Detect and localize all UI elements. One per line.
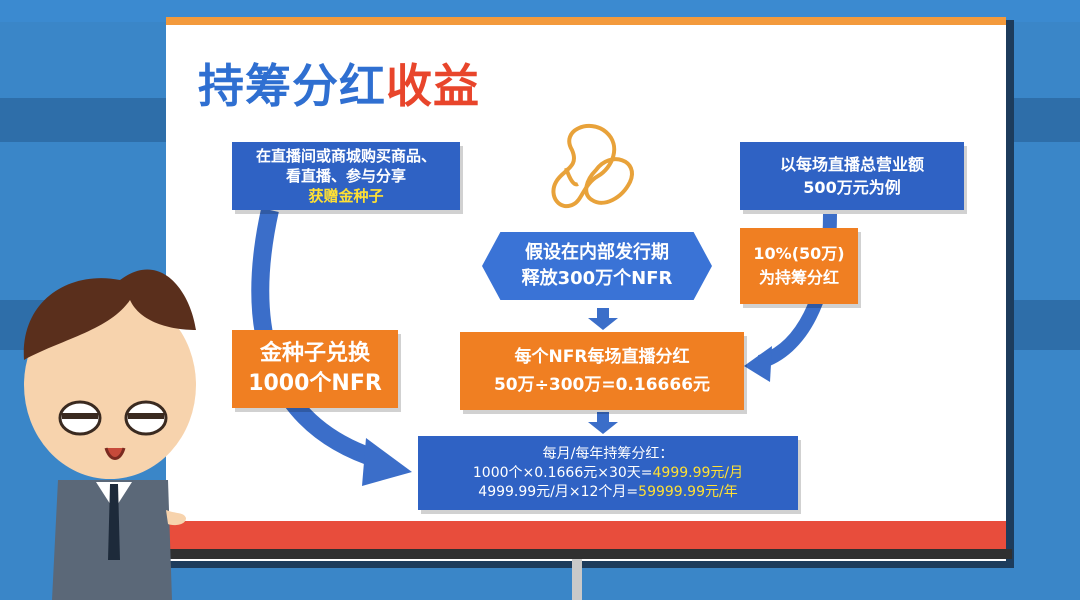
month-line-3-prefix: 4999.99元/月×12个月= xyxy=(478,483,639,500)
month-line-1: 每月/每年持筹分红： xyxy=(542,445,674,462)
hexagon-line-1: 假设在内部发行期 xyxy=(525,242,669,263)
month-line-2-prefix: 1000个×0.1666元×30天= xyxy=(472,464,653,481)
title-part-2: 收益 xyxy=(386,59,480,113)
arrow-down-icon-2 xyxy=(588,412,618,434)
box-per-nfr-dividend: 每个NFR每场直播分红 50万÷300万=0.16666元 xyxy=(460,332,744,410)
box-monthly-yearly-dividend: 每月/每年持筹分红： 1000个×0.1666元×30天=4999.99元/月 … xyxy=(418,436,798,510)
board-stand xyxy=(572,559,582,600)
right-arrow-head xyxy=(744,346,772,382)
gold-line-1: 金种子兑换 xyxy=(259,341,370,366)
hexagon-line-2: 释放300万个NFR xyxy=(521,268,673,289)
buy-line-2: 看直播、参与分享 xyxy=(285,167,406,185)
page-title: 持筹分红收益 xyxy=(198,50,480,116)
gold-line-2: 1000个NFR xyxy=(248,371,382,396)
box-earn-gold-seeds: 在直播间或商城购买商品、 看直播、参与分享 获赠金种子 xyxy=(232,142,460,210)
box-gold-seed-exchange: 金种子兑换 1000个NFR xyxy=(232,330,398,408)
box-revenue-example: 以每场直播总营业额 500万元为例 xyxy=(740,142,964,210)
month-line-3: 4999.99元/月×12个月=59999.99元/年 xyxy=(418,483,798,502)
curved-arrow-head xyxy=(362,438,412,486)
month-line-2-value: 4999.99元/月 xyxy=(652,464,744,481)
arrow-down-icon xyxy=(588,308,618,330)
example-line-2: 500万元为例 xyxy=(803,178,901,197)
ten-line-1: 10%(50万) xyxy=(753,244,845,263)
title-part-1: 持筹分红 xyxy=(198,59,386,113)
month-line-3-value: 59999.99元/年 xyxy=(638,483,738,500)
board-base xyxy=(160,549,1012,559)
buy-line-3: 获赠金种子 xyxy=(308,187,384,205)
ten-line-2: 为持筹分红 xyxy=(758,268,839,287)
cartoon-character xyxy=(23,269,196,600)
board-bottom-strip xyxy=(166,521,1006,551)
box-ten-percent-dividend: 10%(50万) 为持筹分红 xyxy=(740,228,858,304)
hexagon-issuance: 假设在内部发行期 释放300万个NFR xyxy=(482,232,712,300)
buy-line-1: 在直播间或商城购买商品、 xyxy=(255,147,436,165)
example-line-1: 以每场直播总营业额 xyxy=(779,155,924,174)
each-line-2: 50万÷300万=0.16666元 xyxy=(493,375,711,395)
background-band-top xyxy=(0,0,1080,22)
month-line-2: 1000个×0.1666元×30天=4999.99元/月 xyxy=(418,464,798,483)
seeds-icon xyxy=(551,124,634,208)
each-line-1: 每个NFR每场直播分红 xyxy=(514,347,690,367)
